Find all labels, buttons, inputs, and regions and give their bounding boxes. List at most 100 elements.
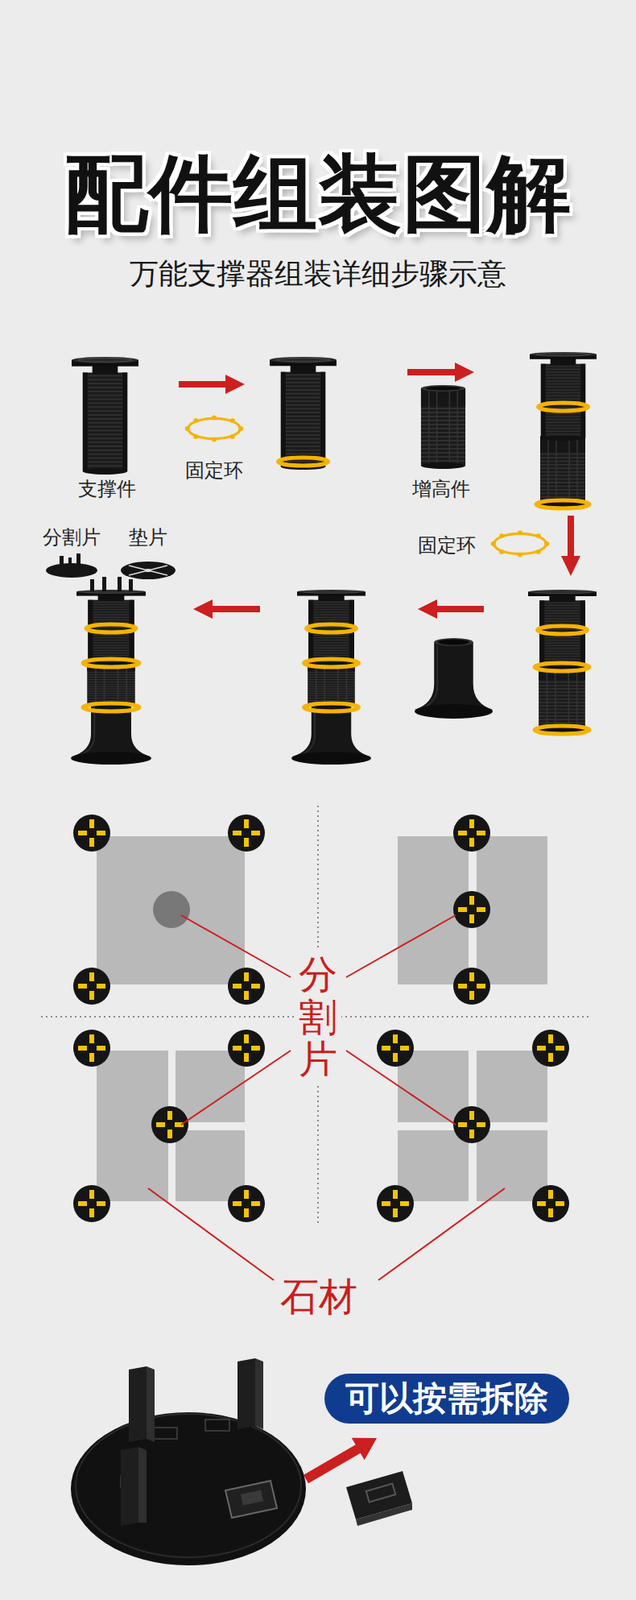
assembled-support [534,662,590,671]
support-marker [73,1184,111,1222]
note-pill: 可以按需拆除 [324,1372,570,1423]
assembled-support [537,625,588,634]
red-arrow [225,374,245,394]
assembled-support [528,589,597,734]
assembled-support [536,499,590,508]
support-marker [227,813,265,851]
callout-label: 石材 [280,1272,358,1320]
base-piece [414,637,493,719]
part-name: 固定环 [185,458,244,483]
part-name: 固定环 [417,533,476,558]
divider-disc [237,1357,256,1429]
support-with-ring [269,356,337,470]
support-marker [453,966,491,1004]
stone-slab [96,835,245,984]
support-with-ring [278,457,329,466]
stone-slab [96,835,548,1201]
center-support [152,890,190,928]
support-marker [453,813,491,851]
leader-line [346,914,456,977]
divider-icon [45,553,98,578]
part-name: 分割片 [42,525,101,550]
stone-slab [476,1129,548,1201]
leader-line [181,914,291,977]
stone-slab [476,1049,548,1122]
support-marker [73,1028,111,1066]
assembled-support [540,433,586,508]
divider-disc [138,1445,147,1522]
support-marker [453,890,491,928]
red-arrow [567,515,575,558]
extension-piece [421,384,466,469]
leader-line [148,914,505,1280]
support-on-base [304,658,360,667]
divider-icon [59,555,64,569]
part-name: 增高件 [412,477,471,501]
extension-piece [421,384,466,469]
support-on-base [297,589,366,666]
divider-disc [128,1365,147,1442]
pad-icon [128,565,168,575]
fixing-ring [185,415,244,442]
stone-slab [397,1049,469,1122]
page-title: 配件组装图解 [64,143,572,244]
divider-disc [70,1411,306,1565]
divider-disc [75,1412,302,1557]
support-marker [532,1184,570,1222]
full-assembly [117,576,122,591]
assembled-support [529,351,597,441]
pad-icon [144,568,152,572]
support-marker [376,1028,414,1066]
divider-disc [240,1488,264,1504]
support-marker [227,966,265,1004]
support-on-base [291,589,372,765]
leader-line [148,1187,274,1280]
base-piece [414,637,493,719]
leader-line [378,1187,505,1280]
support-piece [71,356,139,475]
pad-icon [120,561,176,579]
support-on-base [304,702,360,711]
full-assembly [70,693,152,765]
red-arrow [435,605,484,612]
divider-disc [152,1426,178,1438]
support-marker [73,813,570,1222]
red-arrow [417,598,484,619]
divider-disc [146,1365,155,1442]
assembled-support [528,589,597,670]
callout-label: 分割片 [294,949,342,1083]
assembled-support [538,402,589,411]
red-arrow [561,515,581,576]
divider-icon [68,557,72,568]
support-on-base [306,623,357,632]
full-assembly [76,589,146,666]
divider-disc [120,1445,139,1525]
support-marker [227,1028,265,1066]
red-arrow [561,555,581,576]
divider-line [41,805,591,1224]
subtitle: 万能支撑器组装详细步骤示意 [129,256,507,291]
red-arrow [178,374,245,394]
fixing-ring [491,530,550,558]
red-arrow [454,362,475,382]
removed-tab [355,1502,413,1525]
support-marker [227,1184,265,1222]
red-arrow [407,368,457,376]
support-marker [532,1028,570,1066]
assembled-support [529,351,597,508]
support-marker [376,1184,414,1222]
divider-disc [70,1357,306,1565]
full-assembly [86,623,137,632]
red-arrow [178,380,228,388]
support-piece [71,356,139,475]
assembled-support [534,725,590,734]
support-marker [73,813,111,851]
support-marker [73,966,111,1004]
leader-line [346,1049,456,1124]
fixing-ring [185,415,244,442]
part-name: 垫片 [128,525,168,550]
fixing-ring [491,530,550,558]
full-assembly [82,702,140,711]
full-assembly [90,576,133,591]
